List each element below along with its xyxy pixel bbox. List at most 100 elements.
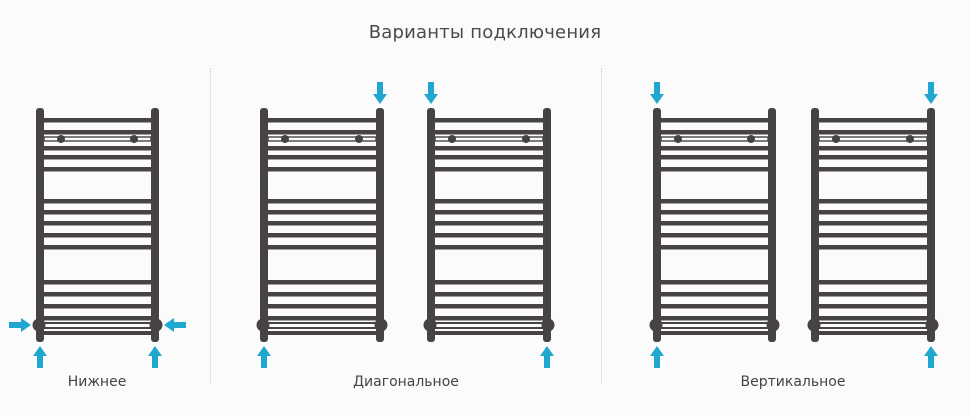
rail — [268, 292, 376, 297]
rail — [268, 304, 376, 309]
hook-dot — [355, 135, 363, 143]
divider-left — [210, 68, 211, 384]
hook-dot — [674, 135, 682, 143]
rail — [661, 304, 768, 309]
right-pipe — [376, 108, 384, 342]
rail — [661, 146, 768, 151]
down-arrow-icon — [373, 82, 387, 104]
left-pipe — [811, 108, 819, 342]
left-pipe — [427, 108, 435, 342]
rail — [435, 292, 543, 297]
page-title: Варианты подключения — [368, 22, 602, 43]
rail — [819, 280, 927, 285]
rail — [661, 210, 768, 215]
rail — [435, 130, 543, 135]
rail — [819, 292, 927, 297]
up-arrow-icon — [540, 346, 554, 368]
rail — [44, 280, 151, 285]
rail — [44, 146, 151, 151]
rail — [268, 316, 376, 321]
divider-right — [601, 68, 602, 384]
hook-dot — [832, 135, 840, 143]
up-arrow-icon — [257, 346, 271, 368]
rail — [819, 233, 927, 238]
connection-node — [649, 318, 663, 332]
connection-node — [807, 318, 821, 332]
rail — [819, 130, 927, 135]
hook-dot — [281, 135, 289, 143]
rail — [435, 316, 543, 321]
rail — [268, 210, 376, 215]
right-pipe — [543, 108, 551, 342]
right-pipe — [151, 108, 159, 342]
bottom-rail — [660, 322, 769, 329]
rail — [435, 304, 543, 309]
radiator-1 — [32, 108, 163, 342]
rail — [661, 221, 768, 226]
rail — [44, 233, 151, 238]
rail — [44, 167, 151, 172]
rail — [819, 167, 927, 172]
rail — [661, 316, 768, 321]
right-pipe — [768, 108, 776, 342]
rail — [819, 146, 927, 151]
radiator-4 — [649, 108, 780, 342]
rail — [44, 316, 151, 321]
rail — [661, 280, 768, 285]
rail — [268, 199, 376, 204]
radiator-2 — [256, 108, 388, 342]
rail — [44, 199, 151, 204]
hook-dot — [130, 135, 138, 143]
rail — [268, 146, 376, 151]
hook-dot — [448, 135, 456, 143]
up-arrow-icon — [33, 346, 47, 368]
bottom-rail — [434, 322, 544, 329]
left-pipe — [260, 108, 268, 342]
rail — [661, 245, 768, 250]
left-arrow-icon — [164, 318, 186, 332]
rail — [435, 199, 543, 204]
rail — [268, 280, 376, 285]
label-bottom-connection: Нижнее — [67, 374, 127, 390]
rail — [661, 331, 768, 335]
rail — [661, 199, 768, 204]
towel-rail — [434, 136, 544, 142]
rail — [268, 221, 376, 226]
connection-node — [925, 318, 939, 332]
down-arrow-icon — [650, 82, 664, 104]
up-arrow-icon — [650, 346, 664, 368]
rail — [661, 130, 768, 135]
connection-node — [766, 318, 780, 332]
rail — [819, 331, 927, 335]
rail — [435, 118, 543, 123]
label-diagonal-connection: Диагональное — [353, 374, 459, 390]
rail — [435, 245, 543, 250]
rail — [661, 233, 768, 238]
rail — [268, 233, 376, 238]
connection-node — [256, 318, 270, 332]
left-pipe — [653, 108, 661, 342]
rail — [819, 316, 927, 321]
rail — [44, 304, 151, 309]
rail — [44, 130, 151, 135]
hook-dot — [522, 135, 530, 143]
rail — [268, 130, 376, 135]
hook-dot — [57, 135, 65, 143]
rail — [819, 245, 927, 250]
radiator-3 — [423, 108, 555, 342]
rail — [44, 221, 151, 226]
rail — [44, 118, 151, 123]
bottom-rail — [267, 322, 377, 329]
rail — [268, 331, 376, 335]
right-pipe — [927, 108, 935, 342]
towel-rail — [818, 136, 928, 142]
down-arrow-icon — [924, 82, 938, 104]
rail — [819, 304, 927, 309]
radiator-5 — [807, 108, 939, 342]
rail — [435, 280, 543, 285]
connection-node — [541, 318, 555, 332]
towel-rail — [267, 136, 377, 142]
rail — [819, 118, 927, 123]
rail — [435, 210, 543, 215]
